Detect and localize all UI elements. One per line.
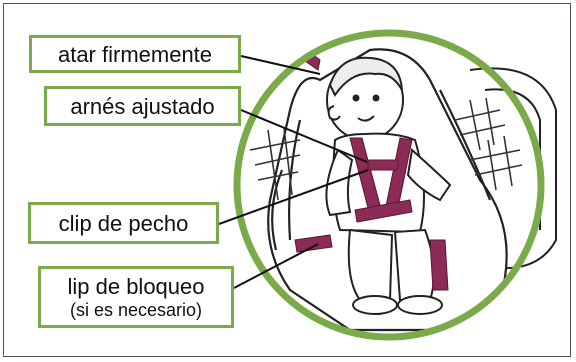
pointer-lines	[218, 55, 369, 289]
highlight-circle	[233, 29, 545, 341]
label-harness: arnés ajustado	[44, 86, 241, 126]
label-harness-text: arnés ajustado	[70, 94, 215, 119]
label-locking-clip: lip de bloqueo (si es necesario)	[38, 266, 234, 328]
vehicle-seat-back	[469, 67, 557, 270]
label-locking-clip-note: (si es necesario)	[69, 300, 203, 321]
harness-straps	[294, 44, 449, 291]
label-tighten-text: atar firmemente	[57, 42, 213, 67]
label-chest-clip: clip de pecho	[28, 202, 219, 244]
label-locking-clip-text: lip de bloqueo	[67, 274, 205, 299]
seat-quilting	[249, 97, 523, 201]
label-tighten: atar firmemente	[29, 35, 241, 73]
label-chest-clip-text: clip de pecho	[58, 211, 189, 236]
